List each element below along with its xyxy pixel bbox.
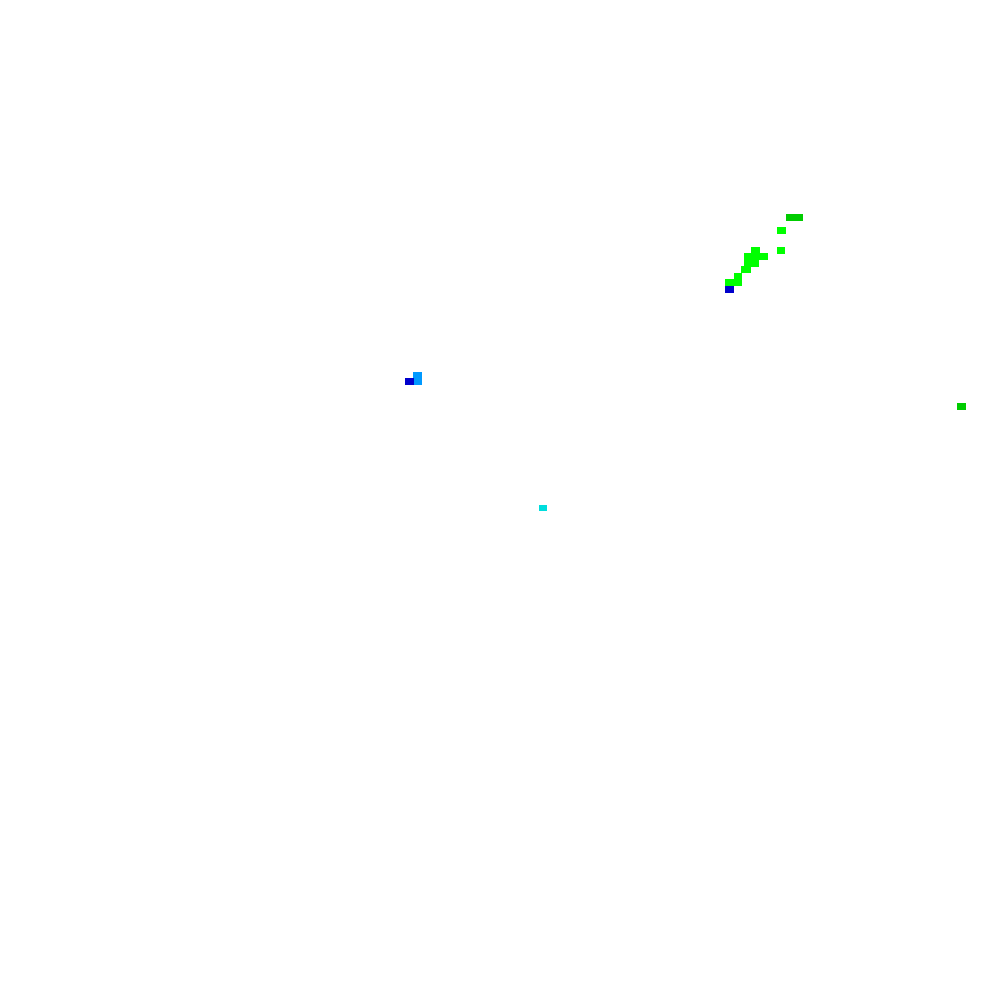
- green-pixel: [957, 403, 966, 410]
- green-pixel: [786, 214, 803, 221]
- cyan-pixel: [539, 505, 547, 511]
- green-pixel: [744, 253, 768, 260]
- blue-pixel: [405, 378, 414, 385]
- green-pixel: [777, 247, 785, 254]
- green-pixel: [734, 273, 742, 280]
- blue-pixel: [725, 286, 734, 293]
- light-blue-pixel: [413, 372, 422, 385]
- green-pixel: [777, 227, 786, 234]
- green-pixel: [744, 260, 759, 267]
- green-pixel: [751, 247, 760, 254]
- green-pixel: [741, 266, 751, 273]
- green-pixel: [725, 279, 742, 286]
